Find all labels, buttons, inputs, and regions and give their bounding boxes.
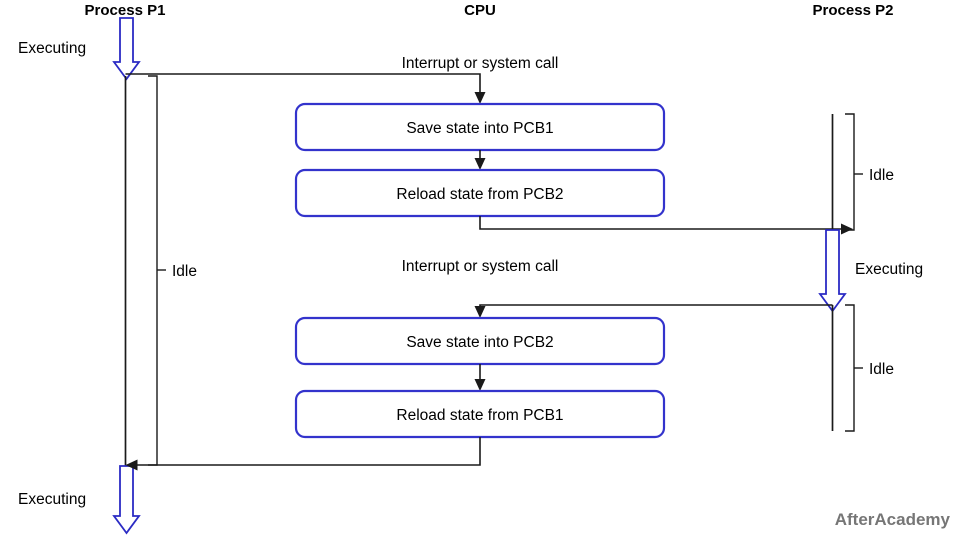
p2-idle-top-label: Idle xyxy=(869,167,894,184)
interrupt-label-middle: Interrupt or system call xyxy=(402,258,559,275)
cpu-step-save-pcb1: Save state into PCB1 xyxy=(294,102,666,152)
cpu-step-save-pcb2: Save state into PCB2 xyxy=(294,316,666,366)
cpu-step-label: Reload state from PCB2 xyxy=(396,186,563,203)
arrow-head-into-reload-pcb2 xyxy=(474,158,486,170)
p1-idle-label: Idle xyxy=(172,263,197,280)
flow-cpu-to-p2 xyxy=(479,216,845,230)
cpu-step-label: Save state into PCB2 xyxy=(406,334,553,351)
lane-title-cpu: CPU xyxy=(464,2,496,19)
watermark: AfterAcademy xyxy=(835,510,951,529)
lane-title-p1: Process P1 xyxy=(85,2,166,19)
arrow-head-into-p2 xyxy=(841,223,853,235)
p2-idle-top-bracket xyxy=(845,113,855,231)
interrupt-label-top: Interrupt or system call xyxy=(402,55,559,72)
block-arrow-shape xyxy=(818,229,847,313)
p2-idle-bottom-label: Idle xyxy=(869,361,894,378)
p1-executing-top-label: Executing xyxy=(18,40,86,57)
p1-executing-bottom-arrow xyxy=(112,465,141,535)
block-arrow-shape xyxy=(112,465,141,535)
p1-executing-top-arrow xyxy=(112,17,141,81)
lane-title-p2: Process P2 xyxy=(813,2,894,19)
cpu-step-label: Reload state from PCB1 xyxy=(396,407,563,424)
p2-executing-arrow xyxy=(818,229,847,313)
block-arrow-shape xyxy=(112,17,141,81)
cpu-step-reload-pcb1: Reload state from PCB1 xyxy=(294,389,666,439)
arrow-head-into-save-pcb1 xyxy=(474,92,486,104)
p2-idle-bottom-bracket xyxy=(845,304,855,432)
arrow-head-into-reload-pcb1 xyxy=(474,379,486,391)
arrow-head-into-save-pcb2 xyxy=(474,306,486,318)
p1-executing-bottom-label: Executing xyxy=(18,491,86,508)
flow-p2-to-cpu-middle xyxy=(479,304,833,310)
flow-p1-to-cpu-top xyxy=(125,73,481,96)
p2-executing-label: Executing xyxy=(855,261,923,278)
cpu-step-label: Save state into PCB1 xyxy=(406,120,553,137)
arrow-head-into-p1 xyxy=(125,459,138,471)
p1-idle-bracket xyxy=(148,75,158,466)
flow-cpu-to-p1-bottom xyxy=(134,437,481,466)
cpu-step-reload-pcb2: Reload state from PCB2 xyxy=(294,168,666,218)
